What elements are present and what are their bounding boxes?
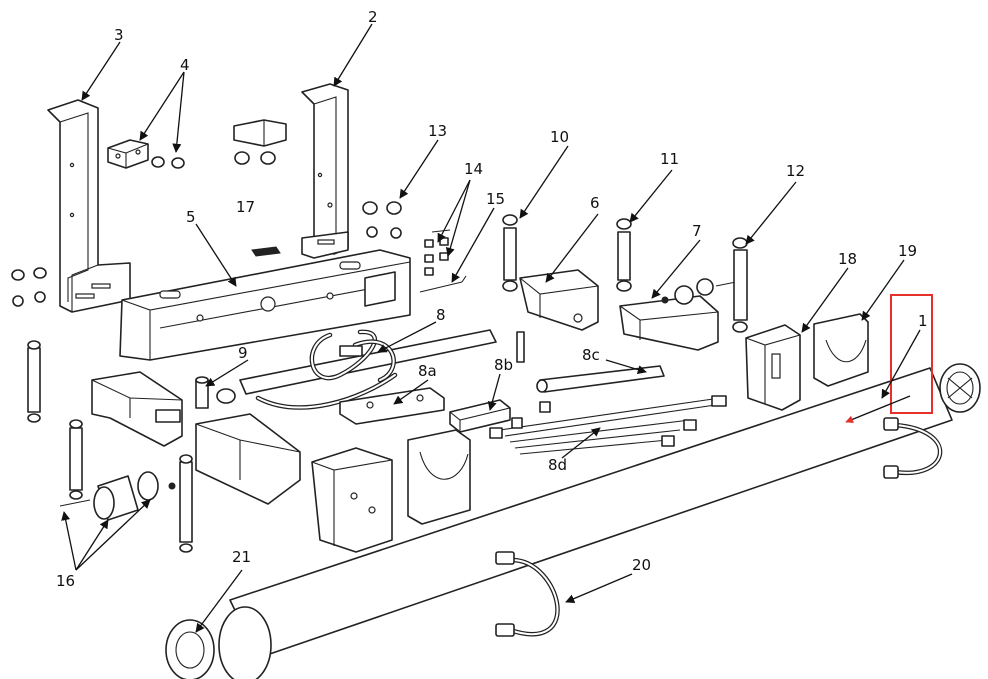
callout-9: 9	[238, 344, 248, 362]
callout-17: 17	[236, 198, 255, 216]
part-4-clamp-plate	[107, 139, 185, 169]
callout-19: 19	[898, 242, 917, 260]
callout-4: 4	[180, 56, 190, 74]
part-20-hose	[495, 551, 560, 637]
callout-13: 13	[428, 122, 447, 140]
part-14-clips	[424, 229, 451, 276]
part-5-main-frame	[119, 249, 411, 361]
part-11-rod	[616, 218, 632, 292]
callout-21: 21	[232, 548, 251, 566]
part-10-rod	[502, 214, 518, 292]
part-8d-hose-bundle	[489, 395, 727, 455]
callout-5: 5	[186, 208, 196, 226]
part-15-wire	[419, 275, 467, 293]
callout-8d: 8d	[548, 456, 567, 474]
part-8a-plate	[339, 387, 445, 425]
part-8-hydraulic-cylinder	[239, 329, 497, 410]
part-6-bracket	[519, 269, 599, 331]
callout-18: 18	[838, 250, 857, 268]
callout-8c: 8c	[582, 346, 600, 364]
callout-10: 10	[550, 128, 569, 146]
part-16-roller	[59, 471, 176, 521]
highlight-part-1-box	[845, 294, 933, 423]
lower-cradle	[407, 429, 471, 525]
pin-small	[516, 331, 525, 363]
part-13-bolts	[362, 201, 402, 239]
part-3-upright-bracket	[47, 99, 131, 313]
callout-14: 14	[464, 160, 483, 178]
lower-left-bracket	[91, 371, 183, 447]
leader-lines	[61, 23, 921, 633]
part-8c-cylinder	[536, 365, 665, 393]
bracket-near-part-2	[233, 119, 287, 165]
callout-1: 1	[918, 312, 928, 330]
part-2-upright-bracket	[301, 83, 349, 259]
callout-7: 7	[692, 222, 702, 240]
part-19-cradle	[813, 313, 869, 387]
rod-lower-left	[27, 340, 193, 553]
callout-8: 8	[436, 306, 446, 324]
hose-near-part-1	[883, 417, 943, 479]
callout-12: 12	[786, 162, 805, 180]
callout-8a: 8a	[418, 362, 437, 380]
nut-set-left	[11, 267, 47, 307]
lower-center-bracket	[195, 413, 301, 505]
callout-6: 6	[590, 194, 600, 212]
callout-3: 3	[114, 26, 124, 44]
part-17-plate	[251, 246, 281, 257]
callout-16: 16	[56, 572, 75, 590]
callout-labels: 3 2 4 13 10 11 12 14 15 6 17 5 7 18 19 8…	[56, 8, 928, 590]
lower-side-plate	[311, 447, 393, 553]
part-9-bushing	[195, 376, 236, 409]
callout-15: 15	[486, 190, 505, 208]
callout-11: 11	[660, 150, 679, 168]
callout-2: 2	[368, 8, 378, 26]
callout-8b: 8b	[494, 356, 513, 374]
part-7-bracket	[619, 278, 737, 351]
callout-20: 20	[632, 556, 651, 574]
part-12-rod	[732, 237, 748, 333]
part-18-plate	[745, 324, 801, 411]
part-21-end-cap	[165, 606, 272, 679]
